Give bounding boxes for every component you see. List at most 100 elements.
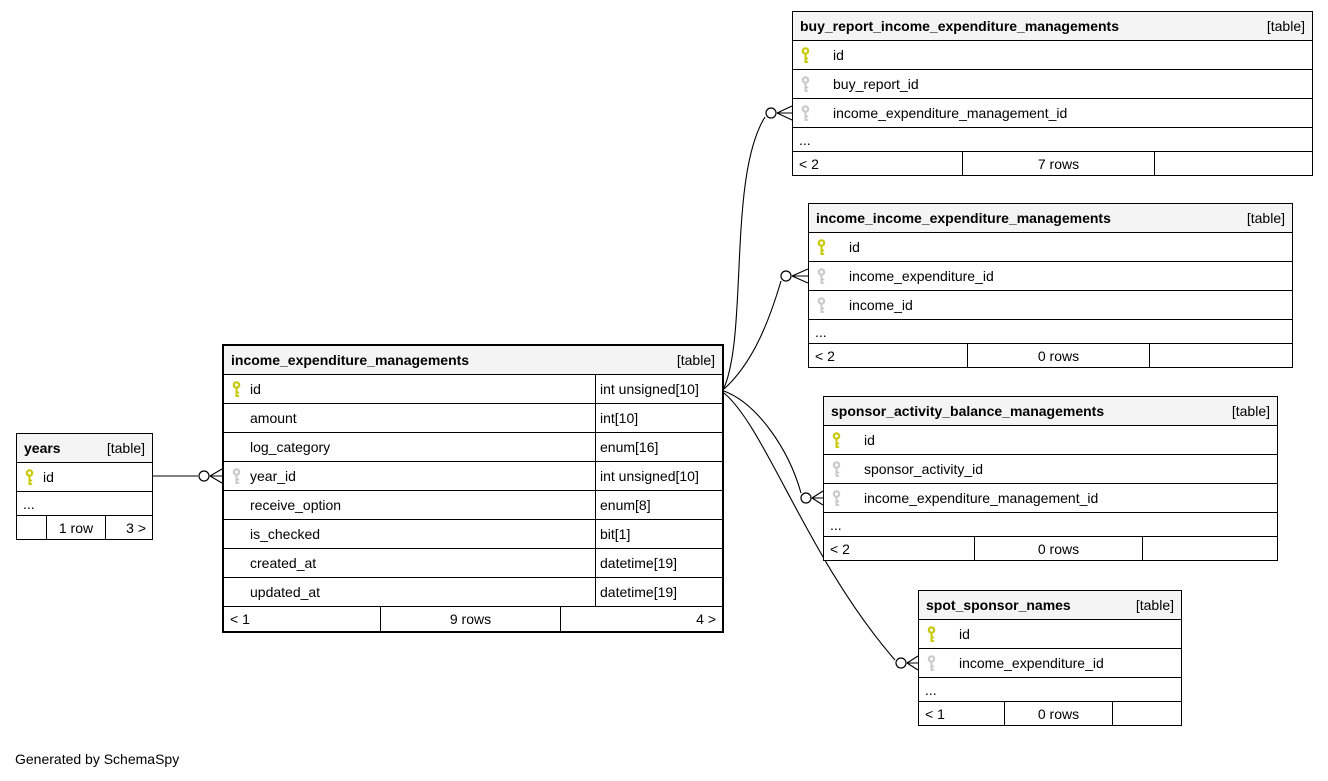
table-footer: < 2 0 rows	[809, 344, 1292, 367]
table-footer: 1 row 3 >	[17, 516, 152, 539]
column-row-is_checked: is_checked bit[1]	[224, 520, 722, 549]
column-row-id: id	[824, 426, 1277, 455]
column-name: id	[864, 432, 875, 448]
column-name: updated_at	[250, 584, 321, 600]
primary-key-icon	[800, 46, 817, 64]
parents-count[interactable]: < 2	[809, 344, 968, 367]
ellipsis-row: ...	[793, 128, 1312, 152]
table-title[interactable]: income_expenditure_managements	[231, 352, 470, 368]
column-row-amount: amount int[10]	[224, 404, 722, 433]
table-tag: [table]	[1135, 597, 1174, 613]
fk-years-income_expenditure_managements	[153, 468, 223, 484]
column-name: income_expenditure_management_id	[833, 105, 1068, 121]
column-name: receive_option	[250, 497, 342, 513]
table-tag: [table]	[106, 440, 145, 456]
column-name: id	[959, 626, 970, 642]
table-footer: < 1 0 rows	[919, 702, 1181, 725]
table-header: years [table]	[17, 434, 152, 463]
children-count	[1150, 344, 1292, 367]
table-title[interactable]: buy_report_income_expenditure_management…	[800, 18, 1119, 34]
row-count: 1 row	[47, 516, 106, 539]
ellipsis-row: ...	[824, 513, 1277, 537]
children-count	[1143, 537, 1277, 560]
row-count: 0 rows	[968, 344, 1150, 367]
ellipsis-row: ...	[919, 678, 1181, 702]
column-row-updated_at: updated_at datetime[19]	[224, 578, 722, 607]
parents-count[interactable]: < 2	[824, 537, 975, 560]
column-name: log_category	[250, 439, 331, 455]
column-type: int unsigned[10]	[595, 375, 722, 403]
column-type: datetime[19]	[595, 549, 722, 577]
table-title[interactable]: spot_sponsor_names	[926, 597, 1071, 613]
table-tag: [table]	[1266, 18, 1305, 34]
table-title[interactable]: sponsor_activity_balance_managements	[831, 403, 1105, 419]
column-row-income_expenditure_management_id: income_expenditure_management_id	[793, 99, 1312, 128]
ellipsis-row: ...	[809, 320, 1292, 344]
column-row-receive_option: receive_option enum[8]	[224, 491, 722, 520]
column-name: sponsor_activity_id	[864, 461, 984, 477]
table-title[interactable]: years	[24, 440, 61, 456]
column-type: int[10]	[595, 404, 722, 432]
column-name: created_at	[250, 555, 317, 571]
column-type: datetime[19]	[595, 578, 722, 606]
column-name: income_expenditure_id	[959, 655, 1104, 671]
column-row-id: id	[919, 620, 1181, 649]
parents-count	[17, 516, 47, 539]
children-count	[1155, 152, 1312, 175]
row-count: 0 rows	[975, 537, 1143, 560]
table-sponsor_activity_balance_managements: sponsor_activity_balance_managements [ta…	[823, 396, 1278, 561]
primary-key-icon	[231, 380, 248, 398]
row-count: 9 rows	[381, 607, 561, 631]
column-name: year_id	[250, 468, 296, 484]
parents-count[interactable]: < 1	[919, 702, 1005, 725]
column-name: income_id	[849, 297, 913, 313]
column-row-id: id	[793, 41, 1312, 70]
column-type: int unsigned[10]	[595, 462, 722, 490]
column-row-id: id int unsigned[10]	[224, 375, 722, 404]
column-row-year_id: year_id int unsigned[10]	[224, 462, 722, 491]
children-count[interactable]: 3 >	[126, 519, 146, 536]
row-count: 7 rows	[963, 152, 1155, 175]
column-name: id	[849, 239, 860, 255]
parents-count[interactable]: < 1	[224, 607, 381, 631]
ellipsis-row: ...	[17, 492, 152, 516]
column-name: buy_report_id	[833, 76, 919, 92]
table-tag: [table]	[1231, 403, 1270, 419]
table-tag: [table]	[676, 352, 715, 368]
table-income_expenditure_managements: income_expenditure_managements [table] i…	[222, 344, 724, 633]
fk-income_expenditure_managements-sponsor_activity_balance	[723, 390, 824, 506]
foreign-key-icon	[800, 104, 817, 122]
table-header: sponsor_activity_balance_managements [ta…	[824, 397, 1277, 426]
column-name: id	[43, 469, 54, 485]
column-row-created_at: created_at datetime[19]	[224, 549, 722, 578]
column-type: enum[16]	[595, 433, 722, 461]
primary-key-icon	[831, 431, 848, 449]
column-row-log_category: log_category enum[16]	[224, 433, 722, 462]
table-income_income_expenditure_managements: income_income_expenditure_managements [t…	[808, 203, 1293, 368]
fk-income_expenditure_managements-buy_report	[723, 105, 793, 389]
column-name: is_checked	[250, 526, 321, 542]
column-row-id: id	[809, 233, 1292, 262]
column-row-sponsor_activity_id: sponsor_activity_id	[824, 455, 1277, 484]
foreign-key-icon	[831, 489, 848, 507]
children-count[interactable]: 4 >	[696, 611, 716, 627]
table-footer: < 1 9 rows 4 >	[224, 607, 722, 631]
foreign-key-icon	[816, 267, 833, 285]
foreign-key-icon	[926, 654, 943, 672]
table-title[interactable]: income_income_expenditure_managements	[816, 210, 1111, 226]
foreign-key-icon	[800, 75, 817, 93]
primary-key-icon	[816, 238, 833, 256]
fk-income_expenditure_managements-income_income	[723, 268, 809, 390]
column-name: income_expenditure_management_id	[864, 490, 1099, 506]
table-header: income_expenditure_managements [table]	[224, 346, 722, 375]
column-type: enum[8]	[595, 491, 722, 519]
table-header: income_income_expenditure_managements [t…	[809, 204, 1292, 233]
table-tag: [table]	[1246, 210, 1285, 226]
table-buy_report_income_expenditure_managements: buy_report_income_expenditure_management…	[792, 11, 1313, 176]
column-row-income_id: income_id	[809, 291, 1292, 320]
primary-key-icon	[24, 468, 41, 486]
children-count	[1113, 702, 1181, 725]
column-name: income_expenditure_id	[849, 268, 994, 284]
parents-count[interactable]: < 2	[793, 152, 963, 175]
